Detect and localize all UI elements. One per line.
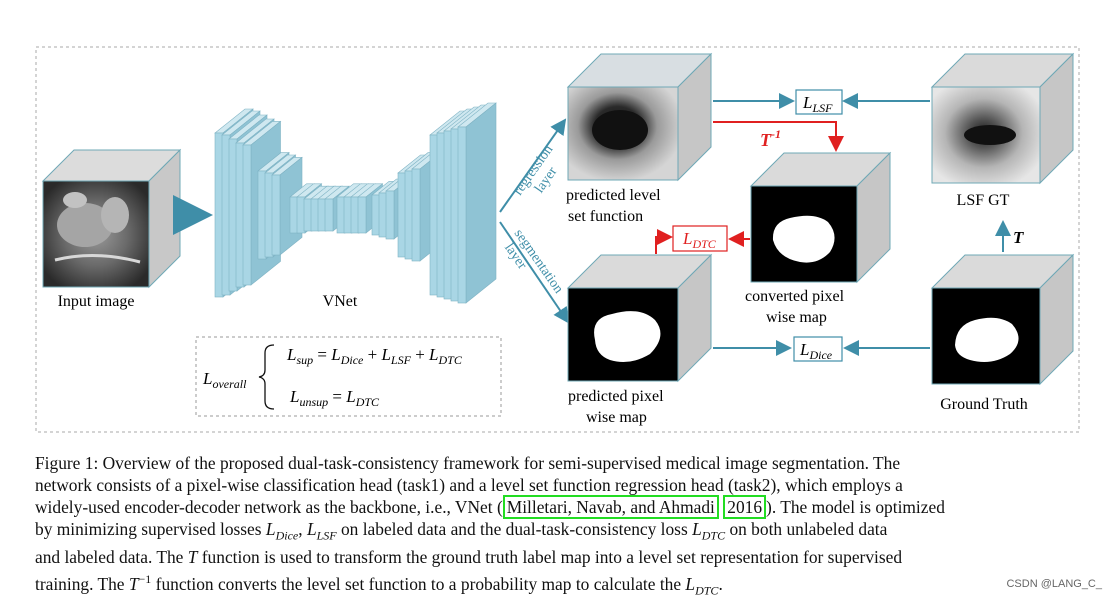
converted-pixel-cube	[749, 151, 892, 284]
figure-border	[35, 46, 1080, 433]
lsf-gt-cube	[930, 52, 1075, 185]
vnet-layer	[411, 168, 421, 262]
lsf-gt-label: LSF GT	[957, 192, 1010, 209]
loss-dice-text: LDice	[799, 340, 833, 362]
unsup-equation: Lunsup = LDTC	[289, 387, 380, 409]
loss-dtc-text: LDTC	[682, 229, 717, 251]
overall-loss-text: Loverall	[202, 369, 247, 391]
framework-diagram: Input image VNet regression layer segmen…	[35, 46, 1080, 433]
citation-link-authors[interactable]: Milletari, Navab, and Ahmadi	[502, 495, 719, 519]
vnet-layer-side	[465, 102, 497, 304]
t-inverse-arrow	[713, 121, 844, 152]
pred-pixel-to-ldtc-arrow	[655, 229, 673, 254]
vnet-layer	[242, 144, 252, 286]
caption-line-4: by minimizing supervised losses LDice, L…	[35, 519, 888, 543]
sup-equation: Lsup = LDice + LLSF + LDTC	[286, 345, 463, 367]
regression-label: regression layer	[511, 140, 571, 208]
vnet-label: VNet	[323, 293, 358, 310]
ground-truth-cube	[930, 253, 1075, 386]
vnet-layer	[271, 174, 281, 256]
ground-truth-label: Ground Truth	[940, 396, 1028, 413]
caption-line-3: widely-used encoder-decoder network as t…	[35, 495, 945, 519]
vnet-layer	[324, 198, 334, 232]
predicted-lsf-cube	[566, 52, 713, 182]
overall-brace	[258, 344, 275, 410]
input-image-label: Input image	[58, 293, 135, 310]
regression-branch-arrow	[499, 118, 567, 213]
t-transform-label: T	[1013, 228, 1024, 247]
caption-line-1: Figure 1: Overview of the proposed dual-…	[35, 453, 901, 473]
loss-dtc-box	[672, 225, 728, 252]
segmentation-label: segmentation layer	[498, 227, 568, 309]
input-image-cube	[41, 148, 182, 289]
loss-lsf-box	[795, 89, 843, 115]
predicted-pixel-label: predicted pixel wise map	[568, 388, 668, 426]
loss-lsf-text: LLSF	[802, 93, 833, 115]
vnet-layer	[385, 190, 395, 240]
figure-caption: Figure 1: Overview of the proposed dual-…	[35, 452, 1080, 602]
predicted-lsf-label: predicted level set function	[566, 187, 665, 225]
vnet-layer	[357, 196, 367, 234]
caption-line-6: training. The T−1 function converts the …	[35, 572, 723, 598]
caption-line-2: network consists of a pixel-wise classif…	[35, 475, 903, 495]
converted-pixel-label: converted pixel wise map	[745, 288, 848, 326]
citation-link-year[interactable]: 2016	[723, 495, 767, 519]
caption-line-5: and labeled data. The T function is used…	[35, 547, 903, 568]
watermark: CSDN @LANG_C_	[1006, 578, 1102, 590]
vnet-layer	[457, 126, 467, 304]
segmentation-branch-arrow	[499, 221, 570, 324]
loss-dice-box	[793, 336, 843, 362]
t-inverse-label: T-1	[760, 127, 781, 150]
predicted-pixel-cube	[566, 253, 713, 383]
vnet-backbone	[214, 102, 497, 304]
overall-loss-box	[195, 336, 502, 417]
